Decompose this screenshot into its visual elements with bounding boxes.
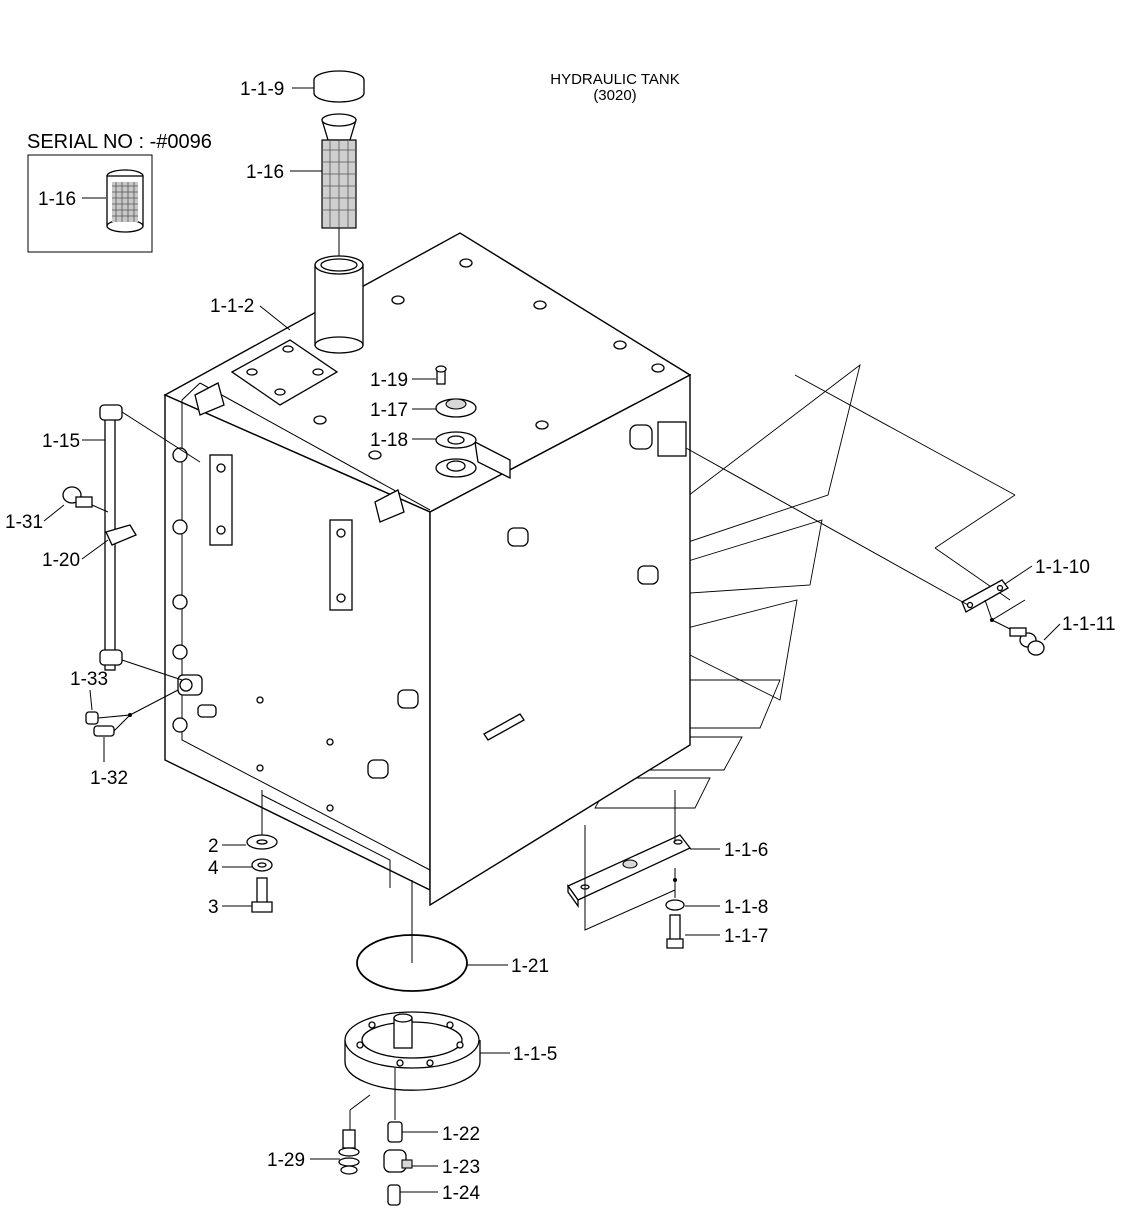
strainer [321, 113, 357, 229]
level-gauge-assembly [99, 404, 201, 681]
callouts: 1-1-9 1-16 1-1-2 1-19 1-17 1-18 1-15 1-3… [5, 79, 1116, 1204]
serial-callout-1-16: 1-16 [38, 189, 76, 210]
callout-1-1-11: 1-1-11 [1062, 614, 1116, 635]
tank-body [163, 232, 692, 907]
callout-1-1-2: 1-1-2 [210, 296, 254, 317]
top-bracket-c [474, 440, 511, 480]
drain-parts [338, 1068, 413, 1206]
callout-1-20: 1-20 [42, 550, 80, 571]
callout-1-17: 1-17 [370, 400, 408, 421]
diagram-subtitle: (3020) [593, 87, 636, 104]
callout-1-23: 1-23 [442, 1157, 480, 1178]
callout-1-18: 1-18 [370, 430, 408, 451]
mount-bracket-plate [567, 790, 692, 949]
mount-bolts-left [246, 790, 391, 913]
top-bolt-holes [313, 258, 665, 460]
callout-1-29: 1-29 [267, 1150, 305, 1171]
callout-1-22: 1-22 [442, 1124, 480, 1145]
serial-inset: SERIAL NO : -#0096 1-16 [27, 131, 212, 253]
callout-2: 2 [208, 836, 219, 857]
level-gauge-slot [483, 713, 525, 741]
callout-1-19: 1-19 [370, 370, 408, 391]
callout-3: 3 [208, 897, 219, 918]
top-bracket-b [374, 489, 405, 523]
breather-cap [313, 70, 365, 103]
side-bracket-right [329, 519, 353, 611]
connector-1-31 [62, 486, 109, 513]
callout-1-1-8: 1-1-8 [724, 897, 768, 918]
right-face-bosses [367, 421, 687, 779]
callout-1-32: 1-32 [90, 768, 128, 789]
callout-1-1-6: 1-1-6 [724, 840, 768, 861]
diagram-title: HYDRAULIC TANK [550, 71, 679, 88]
side-mount-bracket [685, 447, 1045, 656]
serial-box-frame [27, 154, 153, 253]
flange-bolts [172, 447, 217, 733]
callout-1-24: 1-24 [442, 1183, 480, 1204]
callout-1-21: 1-21 [511, 956, 549, 977]
callout-1-31: 1-31 [5, 512, 43, 533]
fittings-1-33-1-32 [85, 689, 179, 737]
callout-1-1-9: 1-1-9 [240, 79, 284, 100]
callout-1-33: 1-33 [70, 669, 108, 690]
bottom-cover-plate [344, 1011, 481, 1091]
callout-4: 4 [208, 858, 219, 879]
callout-1-1-10: 1-1-10 [1035, 557, 1090, 578]
strainer-small-icon [106, 169, 144, 233]
side-bracket-left [209, 454, 233, 546]
callout-1-15: 1-15 [42, 431, 80, 452]
filler-pipe [314, 255, 364, 354]
callout-1-1-5: 1-1-5 [513, 1044, 557, 1065]
top-cover-plate [230, 339, 339, 406]
callout-1-1-7: 1-1-7 [724, 926, 768, 947]
callout-1-16: 1-16 [246, 162, 284, 183]
top-port-parts [435, 365, 477, 478]
top-bracket-a [194, 382, 225, 416]
serial-label: SERIAL NO : -#0096 [27, 131, 212, 153]
